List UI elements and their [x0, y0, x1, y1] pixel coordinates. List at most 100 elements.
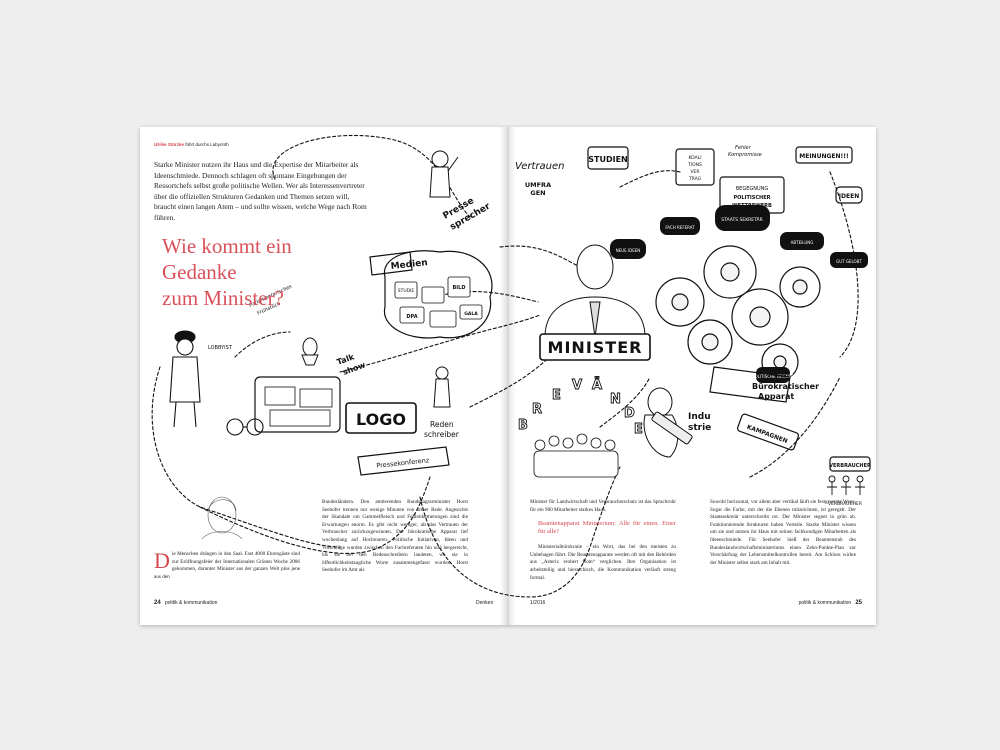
- label-bubble-gut: GUT GELOBT: [836, 259, 862, 264]
- folio-left: 24 politik & kommunikation: [154, 600, 217, 606]
- label-abteilung: ABTEILUNG: [791, 240, 814, 245]
- folio-left-section: Denken: [476, 600, 494, 606]
- path-verbaende: [599, 376, 651, 428]
- label-logo: LOGO: [356, 410, 406, 429]
- label-meinungen: MEINUNGEN!!!: [799, 153, 848, 160]
- article-headline: Wie kommt ein Gedanke zum Minister?: [162, 233, 362, 311]
- folio-right: politik & kommunikation 25: [799, 600, 862, 606]
- verbaende-letter-1: E: [552, 388, 561, 403]
- glasses-figure: [226, 418, 264, 436]
- label-koalition-2: TIONS: [687, 162, 702, 168]
- verbaende-letters: V E R B Ä N D E: [518, 377, 644, 438]
- label-koalition-3: VER: [690, 169, 699, 175]
- column-3-subheading: Beamtenapparat Ministerium: Alle für ein…: [538, 520, 676, 536]
- label-gala: GALA: [464, 311, 478, 317]
- label-fachreferat: FACH REFERAT: [665, 225, 695, 230]
- egg-cup: [301, 337, 319, 366]
- label-redenschreiber-2: schreiber: [424, 430, 460, 439]
- label-umfragen-1: UMFRA: [525, 181, 551, 189]
- label-begegnung: BEGEGNUNG: [736, 186, 769, 192]
- sketch-boxes: [254, 146, 871, 476]
- label-koalition-4: TRAG: [688, 176, 702, 182]
- kicker-text: führt durchs Labyrinth: [185, 142, 229, 147]
- verbaende-letter-6: D: [624, 406, 635, 421]
- column-3: Minister für Landwirtschaft und Verbrauc…: [530, 499, 676, 582]
- column-1-text: ie Menschen drängen in den Saal. Fast 40…: [154, 551, 300, 580]
- magazine-spread: MINISTER STAATS SEKRETÄR NEUE IDEEN FACH: [140, 127, 876, 625]
- kicker: Ulrike Stürzke führt durchs Labyrinth: [154, 142, 229, 147]
- industry-character: [643, 387, 693, 458]
- path-bottom-left: [199, 476, 431, 554]
- label-verbraucher: VERBRAUCHER: [828, 501, 862, 507]
- label-lobbyist: LOBBYIST: [208, 345, 233, 351]
- label-ideen: IDEEN: [839, 193, 859, 200]
- headline-line-2: zum Minister?: [162, 286, 284, 310]
- label-redenschreiber-1: Reden: [430, 420, 454, 429]
- column-2: Bundesländern. Den amtierenden Bundesagr…: [322, 499, 468, 575]
- verbaende-letter-0: V: [572, 378, 582, 393]
- folio-right-number: 25: [855, 600, 862, 606]
- verbaende-letter-7: E: [634, 422, 643, 437]
- illustration-flowchart: MINISTER STAATS SEKRETÄR NEUE IDEEN FACH: [151, 134, 871, 598]
- pressesprecher-figure: [429, 150, 459, 198]
- portrait-sketch: [201, 496, 243, 540]
- path-fruehstueck: [234, 331, 291, 358]
- label-koalition-1: KOALI: [688, 155, 701, 161]
- label-staatssekretaer: STAATS SEKRETÄR: [721, 216, 762, 223]
- folio-left-magazine: politik & kommunikation: [164, 600, 218, 606]
- label-industrie-2: strie: [688, 423, 711, 433]
- verbraucher-figures: [827, 475, 865, 495]
- gear-bubbles: [610, 205, 868, 383]
- label-politischer-2: WETTBEWERB: [732, 203, 772, 209]
- path-presse-left: [272, 134, 471, 218]
- label-studien: STUDIEN: [588, 155, 628, 164]
- label-medien: Medien: [390, 258, 428, 272]
- label-studie: STUDIE: [398, 288, 415, 294]
- verbaende-letter-3: B: [518, 418, 528, 433]
- label-bubble-gegner: POLITISCHE GEGNER: [752, 374, 794, 379]
- headline-line-1: Wie kommt ein Gedanke: [162, 234, 292, 284]
- column-4-text: Sowohl horizontal, vor allem aber vertik…: [710, 499, 856, 566]
- label-dpa: DPA: [406, 314, 417, 320]
- path-bottom-center: [419, 466, 621, 598]
- dropcap: D: [154, 548, 170, 573]
- minister-figure: [539, 244, 651, 361]
- label-umfragen-2: GEN: [530, 189, 545, 197]
- path-right-loop: [749, 376, 841, 478]
- spread-gutter: [500, 127, 516, 625]
- path-meinungen: [829, 171, 859, 358]
- medien-items: [394, 276, 483, 328]
- folio-left-number: 24: [154, 600, 161, 606]
- kicker-author: Ulrike Stürzke: [154, 142, 185, 147]
- lobbyist-figure: [169, 330, 201, 428]
- label-kompromisse-2: Kompromisse: [728, 152, 762, 158]
- label-industrie-1: Indu: [688, 412, 711, 422]
- path-center-cross: [499, 245, 581, 268]
- verbaende-crowd: [533, 433, 619, 478]
- label-buerokratisch-2: Apparat: [758, 392, 794, 401]
- column-3-body: Ministerialbürokratie – ein Wort, das be…: [530, 544, 676, 581]
- label-bubble-ideen: NEUE IDEEN: [616, 248, 641, 253]
- path-medien-minister: [434, 291, 539, 303]
- folio-right-issue: 1/2016: [530, 600, 546, 606]
- path-talkshow: [339, 314, 541, 373]
- redenschreiber-figure: [433, 366, 451, 408]
- verbaende-letter-2: R: [532, 402, 542, 417]
- label-politischer-1: POLITISCHER: [734, 195, 771, 201]
- label-bild: BILD: [452, 285, 465, 291]
- folio-right-magazine: politik & kommunikation: [798, 600, 852, 606]
- label-kompromisse-1: Fehler: [735, 145, 752, 151]
- column-2-text: Bundesländern. Den amtierenden Bundesagr…: [322, 499, 468, 574]
- talkshow-panel: [264, 386, 333, 427]
- article-intro: Starke Minister nutzen ihr Haus und die …: [154, 160, 367, 222]
- path-studien: [619, 170, 681, 188]
- column-3-top: Minister für Landwirtschaft und Verbrauc…: [530, 499, 676, 513]
- gears-cluster: [655, 245, 821, 381]
- verbaende-letter-4: Ä: [592, 377, 602, 393]
- label-buerokratisch-1: Bürokratischer: [752, 382, 819, 391]
- column-4: Sowohl horizontal, vor allem aber vertik…: [710, 499, 856, 567]
- label-vertrauen: Vertrauen: [515, 161, 565, 172]
- label-minister: MINISTER: [548, 338, 643, 357]
- label-verbraucherschutz: VERBRAUCHER: [829, 463, 871, 469]
